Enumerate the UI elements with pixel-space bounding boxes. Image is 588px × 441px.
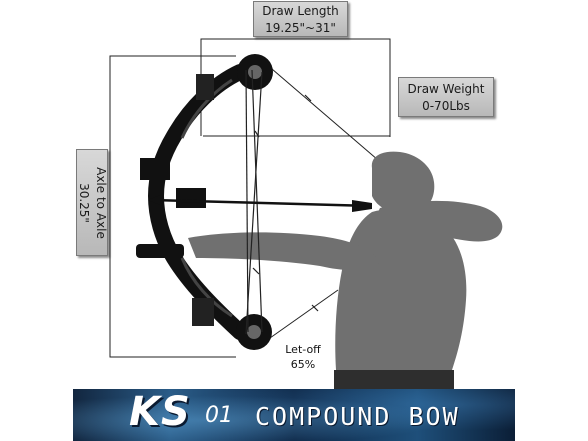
archer-belt: [334, 370, 454, 390]
archer-bow-arm: [188, 232, 380, 271]
axle-to-axle-label: Axle to Axle 30.25": [76, 149, 108, 256]
draw-length-bracket: [200, 38, 391, 137]
arrow-head: [148, 195, 160, 205]
bow-stabilizer: [136, 244, 184, 258]
limb-dampener: [192, 298, 214, 326]
archer-draw-arm: [372, 200, 503, 242]
upper-cam-hub: [248, 65, 262, 79]
let-off-value: 65%: [290, 358, 316, 371]
draw-length-title: Draw Length: [262, 4, 339, 18]
let-off-title: Let-off: [285, 343, 321, 356]
product-name-text: COMPOUND BOW: [255, 402, 460, 431]
model-main-text: KS: [129, 389, 191, 435]
arrow: [148, 195, 373, 212]
axle-to-axle-text: Axle to Axle 30.25": [75, 149, 109, 256]
bow-sight: [140, 158, 170, 180]
axle-to-axle-value: 30.25": [77, 182, 91, 223]
draw-weight-title: Draw Weight: [407, 82, 485, 96]
arrow-fletching: [352, 200, 372, 212]
draw-length-value: 19.25"~31": [265, 21, 336, 35]
let-off-label: Let-off 65%: [272, 342, 334, 372]
let-off-leader-upper: [269, 289, 339, 339]
axle-to-axle-bracket: [109, 55, 236, 358]
arrow-rest: [176, 188, 206, 208]
banner-glow: [73, 389, 515, 441]
bow-riser: [147, 64, 248, 340]
bow-limb-inner: [180, 78, 233, 318]
model-number-text: 01: [205, 403, 233, 428]
lower-cam-hub: [247, 325, 261, 339]
quiver-mount: [196, 74, 214, 100]
archer-silhouette: [188, 151, 503, 370]
draw-length-label: Draw Length 19.25"~31": [253, 1, 348, 37]
axle-to-axle-title: Axle to Axle: [94, 166, 108, 239]
product-banner: KS 01 COMPOUND BOW: [73, 389, 515, 441]
archer-head: [371, 151, 435, 216]
draw-weight-leader: [257, 56, 379, 161]
draw-weight-label: Draw Weight 0-70Lbs: [398, 77, 494, 117]
draw-weight-value: 0-70Lbs: [422, 99, 470, 113]
archer-torso: [335, 209, 467, 370]
